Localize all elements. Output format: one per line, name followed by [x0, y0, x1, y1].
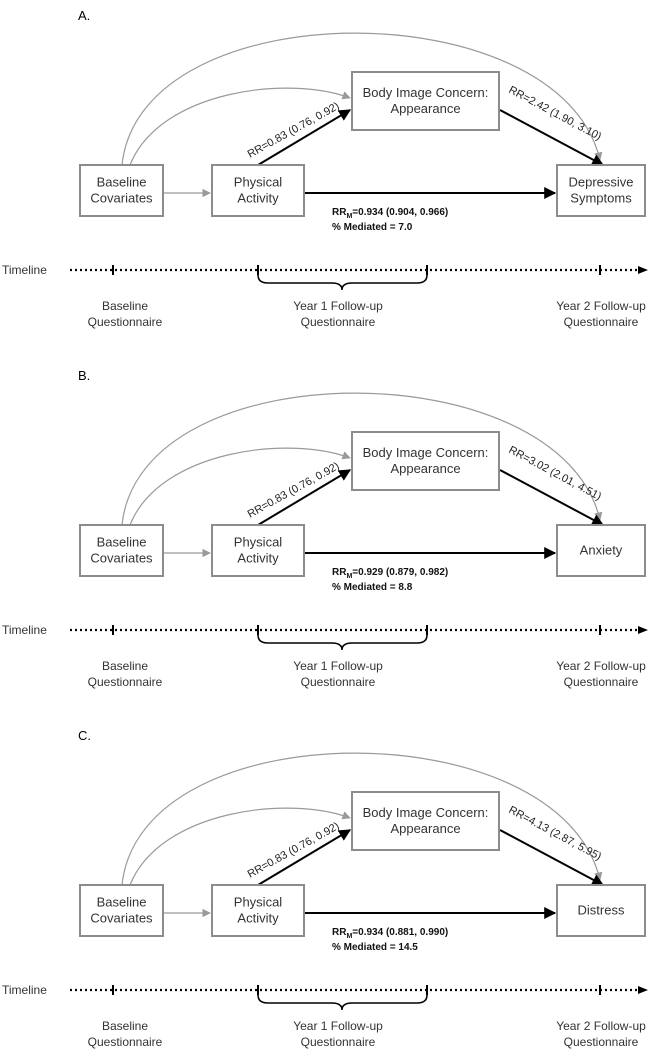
mediator-box-label-line-2: Appearance	[390, 821, 460, 836]
activity-box	[211, 884, 305, 937]
year2-caption-line-1: Year 2 Follow-up	[556, 299, 646, 313]
year2-caption-line-1: Year 2 Follow-up	[556, 659, 646, 673]
rrm-label: RRM=0.929 (0.879, 0.982)	[332, 567, 448, 580]
baseline-caption-line-1: Baseline	[102, 299, 148, 313]
covariates-box	[79, 884, 164, 937]
timeline-arrowhead	[638, 986, 648, 994]
covariates-box-label-line-1: Baseline	[97, 895, 147, 910]
timeline-label: Timeline	[2, 263, 47, 277]
activity-box	[211, 524, 305, 577]
rr-mediator-outcome-label: RR=3.02 (2.01, 4.51)	[507, 444, 604, 503]
covariates-box-label-line-2: Covariates	[90, 551, 153, 566]
covariates-box-label-line-1: Baseline	[97, 175, 147, 190]
outcome-box	[556, 524, 646, 577]
timeline-arrowhead	[638, 626, 648, 634]
year1-caption-line-2: Questionnaire	[301, 675, 376, 689]
outcome-box	[556, 164, 646, 217]
activity-mediator-arrow	[257, 109, 352, 166]
timeline-label: Timeline	[2, 983, 47, 997]
activity-mediator-arrow	[257, 469, 352, 526]
mediator-outcome-arrow	[499, 109, 605, 166]
activity-box-label-line-2: Activity	[237, 911, 279, 926]
baseline-caption-line-2: Questionnaire	[88, 315, 163, 329]
year1-caption-line-1: Year 1 Follow-up	[293, 659, 383, 673]
mediator-box	[351, 791, 500, 851]
mediator-outcome-arrow	[499, 469, 605, 526]
activity-box-label-line-1: Physical	[234, 175, 283, 190]
year1-brace	[257, 274, 428, 291]
year2-caption-line-2: Questionnaire	[564, 315, 639, 329]
rr-activity-mediator-label: RR=0.83 (0.76, 0.92)	[246, 100, 342, 160]
panel-label: A.	[78, 8, 90, 23]
year1-brace	[257, 994, 428, 1011]
rrm-label: RRM=0.934 (0.904, 0.966)	[332, 207, 448, 220]
covariates-mediator-arrow	[129, 447, 351, 526]
outcome-box	[556, 884, 646, 937]
baseline-caption-line-2: Questionnaire	[88, 1035, 163, 1049]
covariates-box-label-line-2: Covariates	[90, 911, 153, 926]
mediated-label: % Mediated = 14.5	[332, 942, 418, 953]
year1-caption-line-2: Questionnaire	[301, 1035, 376, 1049]
rr-activity-mediator-label: RR=0.83 (0.76, 0.92)	[246, 460, 342, 520]
mediator-box-label-line-1: Body Image Concern:	[363, 445, 489, 460]
covariates-box	[79, 164, 164, 217]
baseline-caption-line-2: Questionnaire	[88, 675, 163, 689]
covariates-mediator-arrow	[129, 87, 351, 166]
year2-caption-line-2: Questionnaire	[564, 675, 639, 689]
covariates-box-label-line-1: Baseline	[97, 535, 147, 550]
activity-box-label-line-1: Physical	[234, 895, 283, 910]
rrm-label: RRM=0.934 (0.881, 0.990)	[332, 927, 448, 940]
covariates-outcome-arrow	[121, 752, 603, 886]
covariates-box	[79, 524, 164, 577]
panel-3: C.BaselineCovariatesPhysicalActivityBody…	[2, 728, 648, 1049]
timeline-label: Timeline	[2, 623, 47, 637]
covariates-mediator-arrow	[129, 807, 351, 886]
rr-activity-mediator-label: RR=0.83 (0.76, 0.92)	[246, 820, 342, 880]
activity-box	[211, 164, 305, 217]
mediator-box	[351, 431, 500, 491]
mediator-box-label-line-2: Appearance	[390, 461, 460, 476]
mediator-box-label-line-1: Body Image Concern:	[363, 85, 489, 100]
year1-caption-line-1: Year 1 Follow-up	[293, 1019, 383, 1033]
activity-box-label-line-2: Activity	[237, 551, 279, 566]
baseline-caption-line-1: Baseline	[102, 1019, 148, 1033]
activity-mediator-arrow	[257, 829, 352, 886]
outcome-box-label-line-1: Depressive	[568, 175, 633, 190]
mediated-label: % Mediated = 8.8	[332, 582, 413, 593]
outcome-box-label-line-1: Anxiety	[580, 543, 623, 558]
panel-1: A.BaselineCovariatesPhysicalActivityBody…	[2, 8, 648, 329]
year2-caption-line-2: Questionnaire	[564, 1035, 639, 1049]
panel-label: C.	[78, 728, 91, 743]
panel-2: B.BaselineCovariatesPhysicalActivityBody…	[2, 368, 648, 689]
rr-mediator-outcome-label: RR=2.42 (1.90, 3.10)	[507, 84, 604, 143]
outcome-box-label-line-1: Distress	[578, 903, 625, 918]
baseline-caption-line-1: Baseline	[102, 659, 148, 673]
activity-box-label-line-1: Physical	[234, 535, 283, 550]
activity-box-label-line-2: Activity	[237, 191, 279, 206]
year1-caption-line-1: Year 1 Follow-up	[293, 299, 383, 313]
rr-mediator-outcome-label: RR=4.13 (2.87, 5.95)	[507, 804, 604, 863]
outcome-box-label-line-2: Symptoms	[570, 191, 632, 206]
covariates-box-label-line-2: Covariates	[90, 191, 153, 206]
year2-caption-line-1: Year 2 Follow-up	[556, 1019, 646, 1033]
mediator-box-label-line-2: Appearance	[390, 101, 460, 116]
panel-label: B.	[78, 368, 90, 383]
mediator-outcome-arrow	[499, 829, 605, 886]
timeline-arrowhead	[638, 266, 648, 274]
mediator-box	[351, 71, 500, 131]
year1-brace	[257, 634, 428, 651]
covariates-outcome-arrow	[121, 32, 603, 166]
mediator-box-label-line-1: Body Image Concern:	[363, 805, 489, 820]
covariates-outcome-arrow	[121, 392, 603, 526]
mediated-label: % Mediated = 7.0	[332, 222, 413, 233]
year1-caption-line-2: Questionnaire	[301, 315, 376, 329]
